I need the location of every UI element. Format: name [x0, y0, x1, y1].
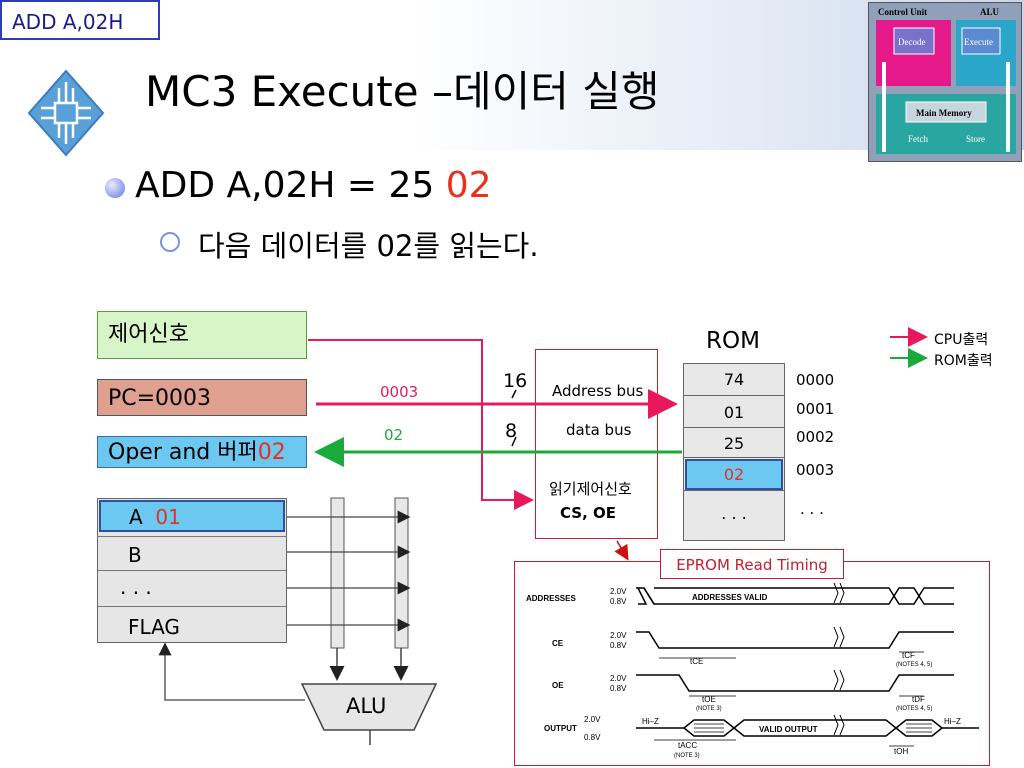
main-memory-label: Main Memory: [916, 108, 972, 118]
timing-diagram: ADDRESSES CE OE OUTPUT 2.0V 0.8V 2.0V 0.…: [526, 582, 979, 759]
register-b-label: B: [128, 543, 142, 567]
alu-shape: [300, 683, 438, 731]
tcf-note: (NOTES 4, 5): [896, 662, 932, 668]
tacc-label: tACC: [678, 741, 697, 750]
rom-address: 0000: [796, 371, 835, 389]
rom-block: [683, 363, 785, 541]
rom-cell: 25: [683, 428, 785, 458]
address-value-label: 0003: [380, 383, 419, 401]
address-width-label: 16: [503, 370, 528, 392]
toh-label: tOH: [894, 747, 908, 756]
header-band: [0, 0, 1024, 150]
rom-cell: . . .: [721, 504, 747, 523]
tdf-label: tDF: [912, 695, 925, 704]
read-control-label: 읽기제어신호: [549, 480, 632, 498]
valid-output-label: VALID OUTPUT: [759, 725, 818, 734]
slide-title: MC3 Execute –데이터 실행: [145, 67, 660, 116]
register-divider: [97, 606, 287, 607]
tacc-note: (NOTE 3): [674, 753, 700, 759]
bullet-circle-icon: [160, 232, 180, 252]
circuit-logo-icon: [27, 69, 105, 157]
register-a: A 01: [99, 500, 285, 532]
legend-rom-output: ROM출력: [934, 353, 993, 369]
sig-oe: OE: [552, 681, 564, 690]
address-bus-label: Address bus: [552, 382, 644, 400]
legend-cpu-output: CPU출력: [934, 332, 989, 348]
bullet-main-highlight: 02: [445, 165, 492, 206]
control-signal-box: 제어신호: [97, 311, 307, 359]
rom-title: ROM: [706, 328, 760, 354]
register-divider: [97, 536, 287, 537]
level-hi: 2.0V: [610, 631, 627, 640]
out-level-lo: 0.8V: [584, 733, 601, 742]
rom-address: 0001: [796, 400, 835, 418]
sig-addresses: ADDRESSES: [526, 594, 576, 603]
rom-cell-selected: 02: [685, 459, 783, 490]
store-label: Store: [966, 134, 985, 144]
tdf-note: (NOTES 4, 5): [896, 706, 932, 712]
hiz-right: Hi–Z: [944, 717, 961, 726]
operand-buffer-box: Oper and 버퍼02: [97, 436, 307, 468]
rom-address: 0003: [796, 461, 835, 479]
out-level-hi: 2.0V: [584, 715, 601, 724]
level-lo: 0.8V: [610, 684, 627, 693]
register-flag-label: FLAG: [128, 615, 180, 639]
operand-buffer-label: Oper and 버퍼: [108, 440, 258, 465]
rom-cell: 74: [683, 363, 785, 396]
data-bus-label: data bus: [566, 421, 632, 439]
timing-link-arrow: [614, 540, 629, 561]
data-width-label: 8: [505, 420, 518, 442]
register-divider: [97, 570, 287, 571]
control-signal-label: 제어신호: [108, 322, 189, 347]
level-hi: 2.0V: [610, 587, 627, 596]
rom-address: . . .: [800, 500, 824, 518]
slide-tag: ADD A,02H: [0, 0, 160, 40]
addresses-valid-label: ADDRESSES VALID: [692, 593, 768, 602]
alu-label: ALU: [346, 694, 387, 718]
tcf-label: tCF: [902, 651, 915, 660]
control-unit-label: Control Unit: [878, 7, 927, 17]
address-bus-slash: [511, 389, 517, 399]
fetch-label: Fetch: [908, 134, 928, 144]
pc-label: PC=0003: [108, 386, 212, 411]
pc-box: PC=0003: [97, 379, 307, 416]
rom-divider: [683, 490, 785, 491]
bus-interface-block: [535, 349, 658, 539]
sig-ce: CE: [552, 639, 564, 648]
decode-label: Decode: [898, 37, 925, 47]
instruction-cycle-diagram: Control Unit ALU Decode Execute Main Mem…: [868, 2, 1022, 162]
level-lo: 0.8V: [610, 597, 627, 606]
rom-address: 0002: [796, 428, 835, 446]
hiz-left: Hi–Z: [642, 717, 659, 726]
data-bus-slash: [511, 436, 517, 447]
cs-oe-label: CS, OE: [560, 504, 617, 522]
register-a-label: A: [129, 505, 143, 529]
toe-label: tOE: [702, 695, 716, 704]
toe-note: (NOTE 3): [696, 706, 722, 712]
tce-label: tCE: [690, 657, 703, 666]
bullet-sub: 다음 데이터를 02를 읽는다.: [198, 229, 539, 263]
level-lo: 0.8V: [610, 641, 627, 650]
execute-label: Execute: [964, 37, 993, 47]
flag-feedback-arrow: [158, 642, 305, 701]
register-a-value: 01: [155, 505, 181, 529]
rom-cell: 01: [683, 396, 785, 428]
bullet-main-text: ADD A,02H = 25: [135, 165, 446, 206]
sig-output: OUTPUT: [544, 724, 577, 733]
bullet-main: ADD A,02H = 25 02: [135, 165, 492, 206]
data-value-label: 02: [384, 426, 404, 444]
timing-title: EPROM Read Timing: [660, 549, 844, 579]
alu-mini-label: ALU: [980, 7, 1000, 17]
operand-buffer-value: 02: [257, 440, 286, 465]
register-ellipsis: . . .: [120, 575, 152, 599]
level-hi: 2.0V: [610, 674, 627, 683]
control-signal-arrow: [308, 339, 534, 510]
bullet-dot-icon: [105, 178, 125, 198]
